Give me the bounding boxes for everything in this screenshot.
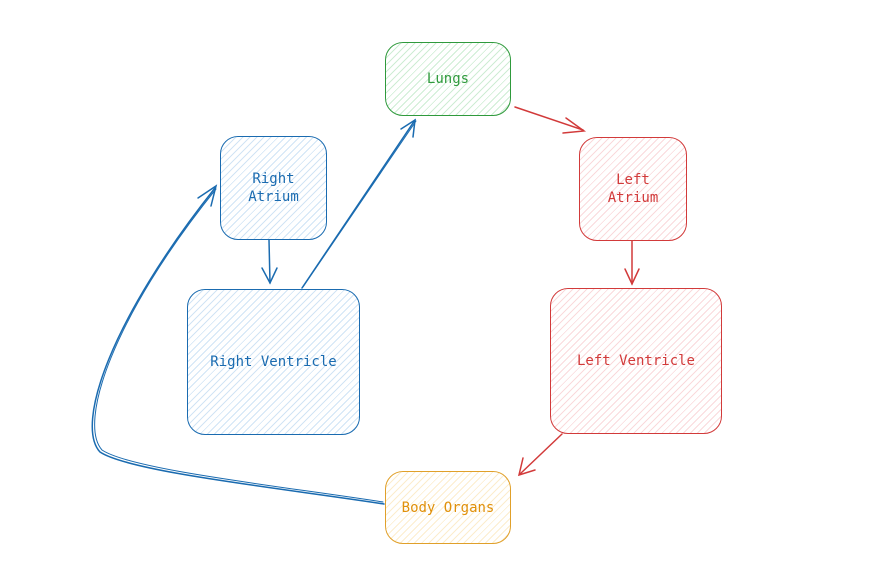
node-left-atrium: Left Atrium <box>579 137 687 241</box>
node-body-organs: Body Organs <box>385 471 511 544</box>
edge-body-organs-to-right-atrium <box>91 184 385 505</box>
node-left-ventricle: Left Ventricle <box>550 288 722 434</box>
edge-right-atrium-to-right-ventricle <box>261 239 278 285</box>
node-right-ventricle: Right Ventricle <box>187 289 360 435</box>
edge-right-ventricle-to-lungs <box>301 118 417 289</box>
node-lungs: Lungs <box>385 42 511 116</box>
edge-left-atrium-to-left-ventricle <box>624 240 640 286</box>
edge-lungs-to-left-atrium <box>514 106 587 134</box>
edge-left-ventricle-to-body-organs <box>517 433 563 477</box>
node-right-atrium: Right Atrium <box>220 136 327 240</box>
